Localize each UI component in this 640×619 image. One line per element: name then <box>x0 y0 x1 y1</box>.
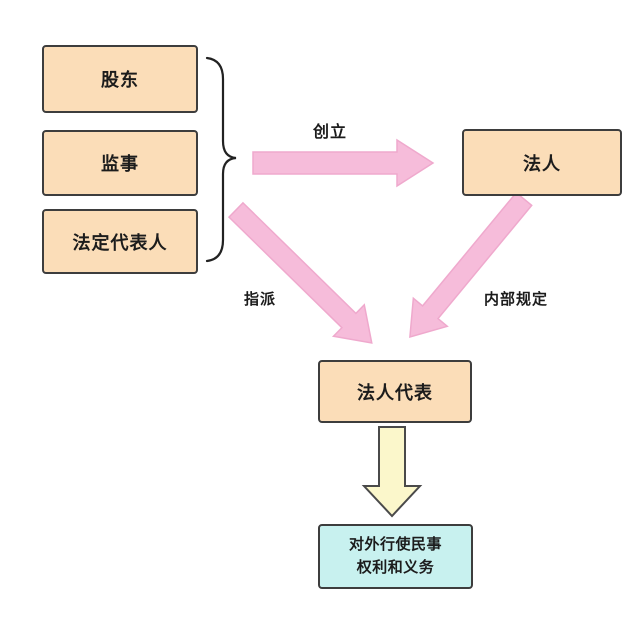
legal-person-representative-box: 法人代表 <box>318 360 472 423</box>
appoint-arrow-label: 指派 <box>244 291 277 308</box>
statutory-representative-label: 法定代表人 <box>72 232 168 253</box>
shareholder-box: 股东 <box>42 45 198 113</box>
civil-rights-line1: 对外行使民事 <box>348 536 442 553</box>
internal-rules-arrow-label: 内部规定 <box>484 291 549 308</box>
civil-rights-line2: 权利和义务 <box>356 558 435 576</box>
legal-person-box: 法人 <box>462 129 622 196</box>
civil-rights-box: 对外行使民事 权利和义务 <box>318 524 473 589</box>
group-brace-icon <box>205 56 237 263</box>
statutory-representative-box: 法定代表人 <box>42 209 198 274</box>
exercise-arrow-icon <box>361 426 423 518</box>
supervisor-box: 监事 <box>42 130 198 196</box>
create-arrow-icon <box>252 138 435 188</box>
internal-rules-arrow-icon <box>409 191 533 338</box>
supervisor-label: 监事 <box>101 154 139 174</box>
shareholder-label: 股东 <box>101 70 139 90</box>
appoint-arrow-icon <box>227 201 373 344</box>
legal-person-label: 法人 <box>523 153 561 174</box>
legal-person-representative-label: 法人代表 <box>357 382 433 403</box>
create-arrow-label: 创立 <box>312 124 347 141</box>
